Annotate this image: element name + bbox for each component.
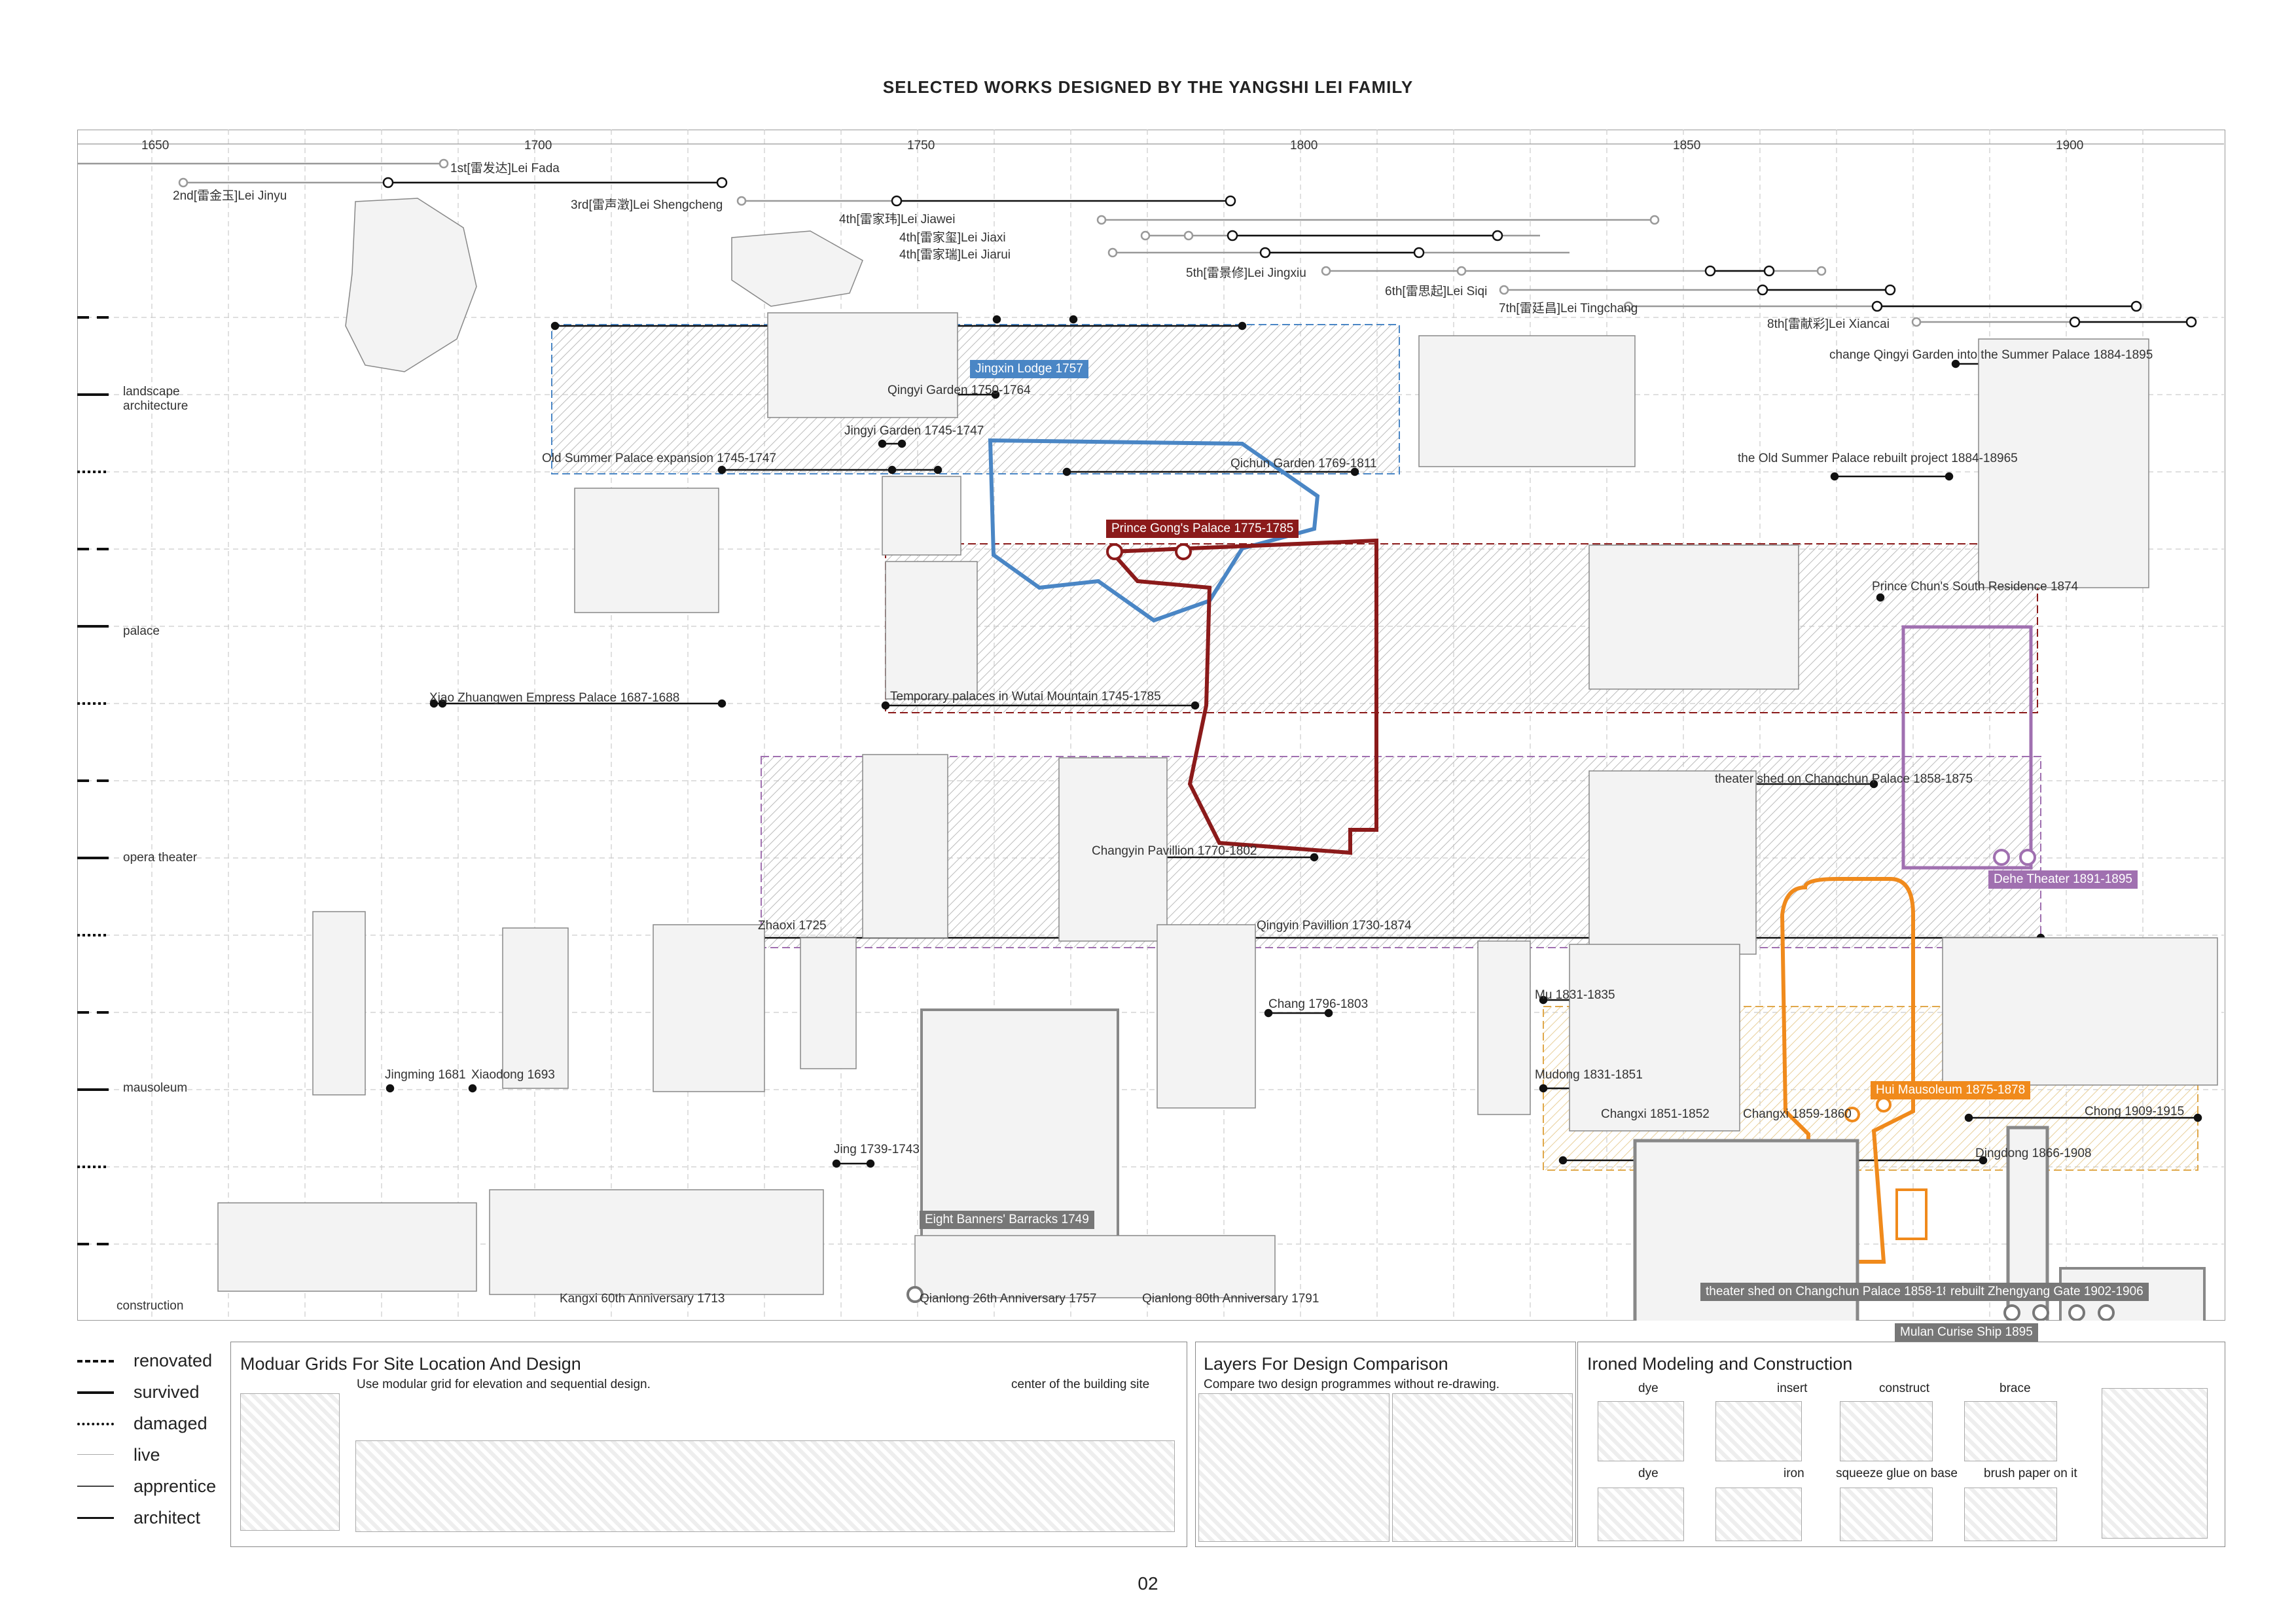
tag-mulan: Mulan Curise Ship 1895 [1895,1323,2038,1342]
work-label: Dingdong 1866-1908 [1975,1147,2092,1161]
tag-prince-gong: Prince Gong's Palace 1775-1785 [1106,520,1299,538]
step-label: brace [2000,1382,2031,1396]
work-label: Qingyi Garden 1750-1764 [888,383,1031,398]
year-label: 1900 [2056,139,2083,153]
page-number: 02 [0,1573,2296,1594]
year-label: 1650 [141,139,169,153]
family-label: 3rd[雷声澂]Lei Shengcheng [571,195,723,213]
tag-hui: Hui Mausoleum 1875-1878 [1871,1081,2030,1099]
panel-note: center of the building site [1011,1378,1149,1392]
tag-dehe: Dehe Theater 1891-1895 [1988,870,2138,889]
legend-architect: architect [77,1505,247,1531]
panel-title: Ironed Modeling and Construction [1587,1354,1852,1374]
panel-ironed-modeling: Ironed Modeling and Construction dye ins… [1577,1342,2225,1547]
layered-model-image [2102,1388,2208,1539]
grid-sequence-image [355,1440,1175,1532]
family-label: 5th[雷景修]Lei Jingxiu [1186,263,1306,281]
work-label: Chang 1796-1803 [1268,997,1368,1012]
step-image [1715,1488,1802,1541]
work-label: Xiao Zhuangwen Empress Palace 1687-1688 [429,691,679,705]
step-image [1964,1488,2057,1541]
work-label: Changxi 1851-1852 [1601,1107,1710,1122]
panel-subtitle: Use modular grid for elevation and seque… [357,1378,651,1392]
family-label: 4th[雷家玮]Lei Jiawei [839,209,955,227]
legend: renovated survived damaged live apprenti… [77,1348,223,1544]
step-label: brush paper on it [1984,1467,2077,1481]
tag-zhengyang: rebuilt Zhengyang Gate 1902-1906 [1945,1283,2149,1301]
family-label: 8th[雷献彩]Lei Xiancai [1767,314,1890,332]
tag-eight-banners: Eight Banners' Barracks 1749 [920,1211,1094,1229]
category-opera: opera theater [123,851,197,865]
step-label: iron [1784,1467,1804,1481]
work-label: Changxi 1859-1860 [1743,1107,1852,1122]
step-image [1598,1401,1684,1461]
panel-title: Layers For Design Comparison [1204,1354,1448,1374]
legend-apprentice: apprentice [77,1474,247,1500]
work-label: Kangxi 60th Anniversary 1713 [560,1292,725,1306]
work-label: Chong 1909-1915 [2085,1105,2184,1119]
category-landscape: landscape architecture [123,385,241,414]
step-label: squeeze glue on base [1836,1467,1958,1481]
panel-modular-grid: Moduar Grids For Site Location And Desig… [230,1342,1187,1547]
work-label: Zhaoxi 1725 [758,919,827,933]
family-label: 7th[雷廷昌]Lei Tingchang [1499,298,1638,316]
legend-renovated: renovated [77,1348,247,1374]
family-label: 1st[雷发达]Lei Fada [450,158,560,176]
step-label: insert [1777,1382,1807,1396]
step-image [1715,1401,1802,1461]
timeline-diagram [77,130,2225,1321]
layers-image-b [1392,1393,1573,1542]
step-image [1840,1488,1933,1541]
work-label: Prince Chun's South Residence 1874 [1872,580,2078,594]
work-label: change Qingyi Garden into the Summer Pal… [1829,348,2153,363]
work-label: Temporary palaces in Wutai Mountain 1745… [890,690,1161,704]
work-label: Qingyin Pavillion 1730-1874 [1257,919,1412,933]
legend-damaged: damaged [77,1411,247,1437]
layers-image-a [1198,1393,1390,1542]
work-label: Jing 1739-1743 [834,1143,920,1157]
step-image [1964,1401,2057,1461]
family-label: 6th[雷思起]Lei Siqi [1385,281,1487,299]
family-label: 2nd[雷金玉]Lei Jinyu [173,186,287,204]
year-label: 1700 [524,139,552,153]
work-label: theater shed on Changchun Palace 1858-18… [1715,772,1973,787]
year-label: 1750 [907,139,935,153]
legend-survived: survived [77,1380,247,1406]
category-palace: palace [123,624,160,639]
work-label: Mu 1831-1835 [1535,988,1615,1003]
step-image [1598,1488,1684,1541]
work-label: Qianlong 26th Anniversary 1757 [920,1292,1096,1306]
page-title: SELECTED WORKS DESIGNED BY THE YANGSHI L… [0,77,2296,98]
year-label: 1800 [1290,139,1318,153]
work-label: Xiaodong 1693 [471,1068,555,1082]
family-label: 4th[雷家瑞]Lei Jiarui [899,245,1011,262]
work-label: Changyin Pavillion 1770-1802 [1092,844,1257,859]
work-label: Jingming 1681 [385,1068,466,1082]
work-label: Old Summer Palace expansion 1745-1747 [542,453,778,465]
step-label: dye [1638,1382,1659,1396]
tag-jingxin: Jingxin Lodge 1757 [970,360,1088,378]
year-label: 1850 [1673,139,1700,153]
work-label: Qichun Garden 1769-1811 [1230,457,1377,471]
family-label: 4th[雷家玺]Lei Jiaxi [899,228,1006,245]
category-mausoleum: mausoleum [123,1081,187,1096]
work-label: Mudong 1831-1851 [1535,1068,1643,1082]
step-image [1840,1401,1933,1461]
work-label: Jingyi Garden 1745-1747 [844,424,984,438]
panel-title: Moduar Grids For Site Location And Desig… [240,1354,581,1374]
category-construction: construction [117,1299,183,1313]
panel-subtitle: Compare two design programmes without re… [1204,1378,1499,1392]
step-label: dye [1638,1467,1659,1481]
legend-live: live [77,1442,247,1469]
panel-layers: Layers For Design Comparison Compare two… [1195,1342,1576,1547]
tag-theater-shed: theater shed on Changchun Palace 1858-18… [1700,1283,1969,1301]
grid-elevation-image [240,1393,340,1531]
work-label: the Old Summer Palace rebuilt project 18… [1738,452,2018,466]
work-label: Qianlong 80th Anniversary 1791 [1142,1292,1319,1306]
step-label: construct [1879,1382,1929,1396]
